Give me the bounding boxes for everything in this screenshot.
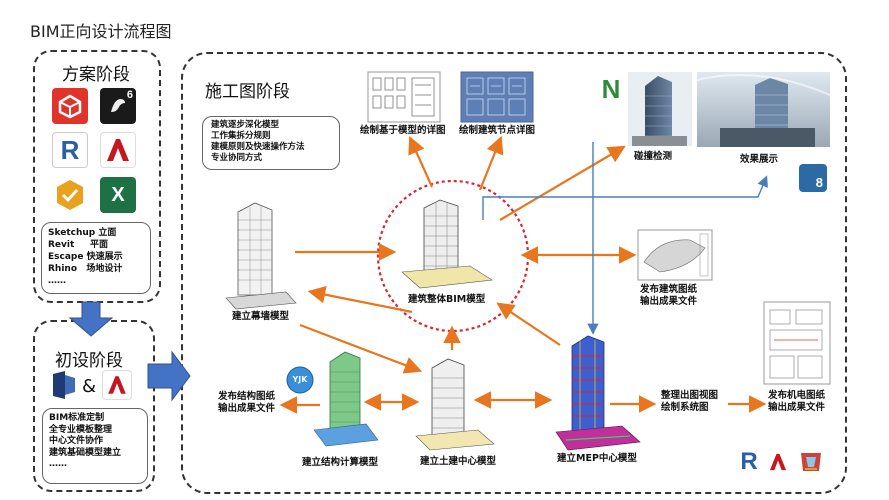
arrow-main-to-curtain	[307, 285, 413, 314]
struct-drawings-line1: 发布结构图纸	[218, 391, 276, 402]
software-name: ……	[48, 276, 66, 286]
structural-model	[313, 351, 379, 447]
curtain-wall-model	[225, 202, 297, 310]
software-name: Revit	[48, 240, 75, 250]
node-detail-thumb	[460, 71, 534, 123]
software-row: Revit 平面	[48, 239, 144, 251]
revit-logo-icon	[50, 370, 78, 400]
software-row: Escape 快速展示	[48, 251, 144, 263]
construction-note: 建筑逐步深化模型	[211, 120, 280, 130]
mep-drawings-line1: 发布机电图纸	[768, 390, 826, 401]
render-photo	[696, 72, 831, 147]
views-label: 整理出图视图 绘制系统图	[661, 390, 718, 414]
sketchup-version-label: 6	[126, 89, 133, 101]
arrow-main-to-detail	[408, 135, 434, 188]
prelim-items-box: BIM标准定制 全专业模板整理 中心文件协作 建筑基础模型建立 ……	[42, 408, 148, 484]
scheme-software-list: Sketchup 立面 Revit 平面 Escape 快速展示 Rhino 场…	[41, 222, 151, 294]
construction-notes-box: 建筑逐步深化模型 工作集拆分规则 建模原则及快速操作方法 专业协同方式	[202, 116, 340, 170]
curtain-wall-label: 建立幕墙模型	[232, 311, 290, 322]
prelim-item: BIM标准定制	[49, 413, 105, 423]
mep-drawing-sheet	[763, 301, 831, 385]
detail-model-label: 绘制基于模型的详图	[360, 125, 446, 136]
software-use: 场地设计	[86, 264, 123, 274]
3dsmax-icon	[796, 446, 826, 476]
scheme-stage-title: 方案阶段	[62, 65, 130, 85]
node-detail-label: 绘制建筑节点详图	[459, 125, 536, 136]
software-row: Rhino 场地设计	[48, 263, 144, 275]
construction-note: 建模原则及快速操作方法	[211, 142, 305, 152]
mep-drawings-label: 发布机电图纸 输出成果文件	[768, 390, 825, 414]
yjk-logo-text: YJK	[292, 375, 308, 384]
lumion-icon: 8	[799, 164, 827, 192]
excel-icon: X	[100, 177, 136, 213]
arrow-main-to-node	[478, 135, 504, 191]
software-row: ……	[48, 275, 144, 287]
civil-model-label: 建立土建中心模型	[420, 456, 497, 467]
mep-model-label: 建立MEP中心模型	[557, 453, 637, 464]
software-use: 立面	[98, 228, 117, 238]
autocad-icon	[102, 370, 132, 400]
prelim-item: 中心文件协作	[49, 436, 104, 446]
clash-detection-label: 碰撞检测	[634, 151, 673, 162]
prelim-stage-title: 初设阶段	[55, 351, 123, 371]
arch-drawings-line2: 输出成果文件	[640, 296, 698, 307]
main-model-label: 建筑整体BIM模型	[408, 294, 486, 305]
struct-drawings-line2: 输出成果文件	[218, 403, 276, 414]
prelim-item: 全专业模板整理	[49, 424, 113, 435]
software-use: 平面	[89, 240, 108, 250]
arrow-curtain-to-civil	[299, 323, 423, 374]
revit-icon: R	[736, 448, 762, 476]
software-row: Sketchup 立面	[48, 227, 144, 239]
views-line2: 绘制系统图	[661, 402, 709, 413]
civil-model	[415, 358, 495, 451]
software-name: Escape	[48, 252, 84, 262]
arrow-main-to-clash	[499, 145, 626, 221]
render-label: 效果展示	[740, 154, 779, 165]
mep-drawings-line2: 输出成果文件	[768, 402, 826, 413]
arrow-main-to-render	[482, 175, 768, 220]
arch-drawing-sheet	[637, 229, 713, 281]
escape-icon	[52, 177, 88, 213]
software-name: Rhino	[48, 264, 78, 274]
sketchup-6-icon: 6	[100, 88, 136, 124]
lumion-version: 8	[815, 175, 823, 190]
prelim-item: 建筑基础模型建立	[49, 447, 122, 458]
ampersand-label: &	[82, 376, 97, 397]
construction-note: 工作集拆分规则	[211, 131, 271, 141]
software-name: Sketchup	[48, 228, 96, 238]
struct-model-label: 建立结构计算模型	[302, 457, 379, 468]
construction-stage-title: 施工图阶段	[205, 82, 290, 102]
autocad-icon	[765, 448, 791, 476]
software-use: 快速展示	[86, 252, 123, 262]
arrow-mep-to-main	[496, 302, 561, 346]
sketchup-icon	[52, 88, 88, 124]
main-bim-model	[401, 199, 493, 289]
autocad-icon	[100, 132, 136, 168]
construction-stage-panel	[181, 52, 847, 494]
detail-drawing-thumb	[367, 71, 441, 123]
stage-arrow-down	[68, 301, 114, 337]
yjk-logo	[286, 366, 314, 394]
stage-arrow-right	[147, 350, 191, 402]
struct-drawings-label: 发布结构图纸 输出成果文件	[218, 391, 275, 415]
navisworks-icon: N	[601, 73, 621, 104]
arch-drawings-label: 发布建筑图纸 输出成果文件	[640, 284, 697, 308]
clash-tower-image	[628, 72, 692, 146]
revit-icon: R	[52, 132, 88, 168]
arch-drawings-line1: 发布建筑图纸	[640, 284, 698, 295]
construction-note: 专业协同方式	[211, 153, 263, 163]
prelim-item: ……	[49, 459, 67, 469]
page-title: BIM正向设计流程图	[30, 22, 172, 41]
mep-model	[555, 335, 641, 451]
views-line1: 整理出图视图	[661, 390, 719, 401]
